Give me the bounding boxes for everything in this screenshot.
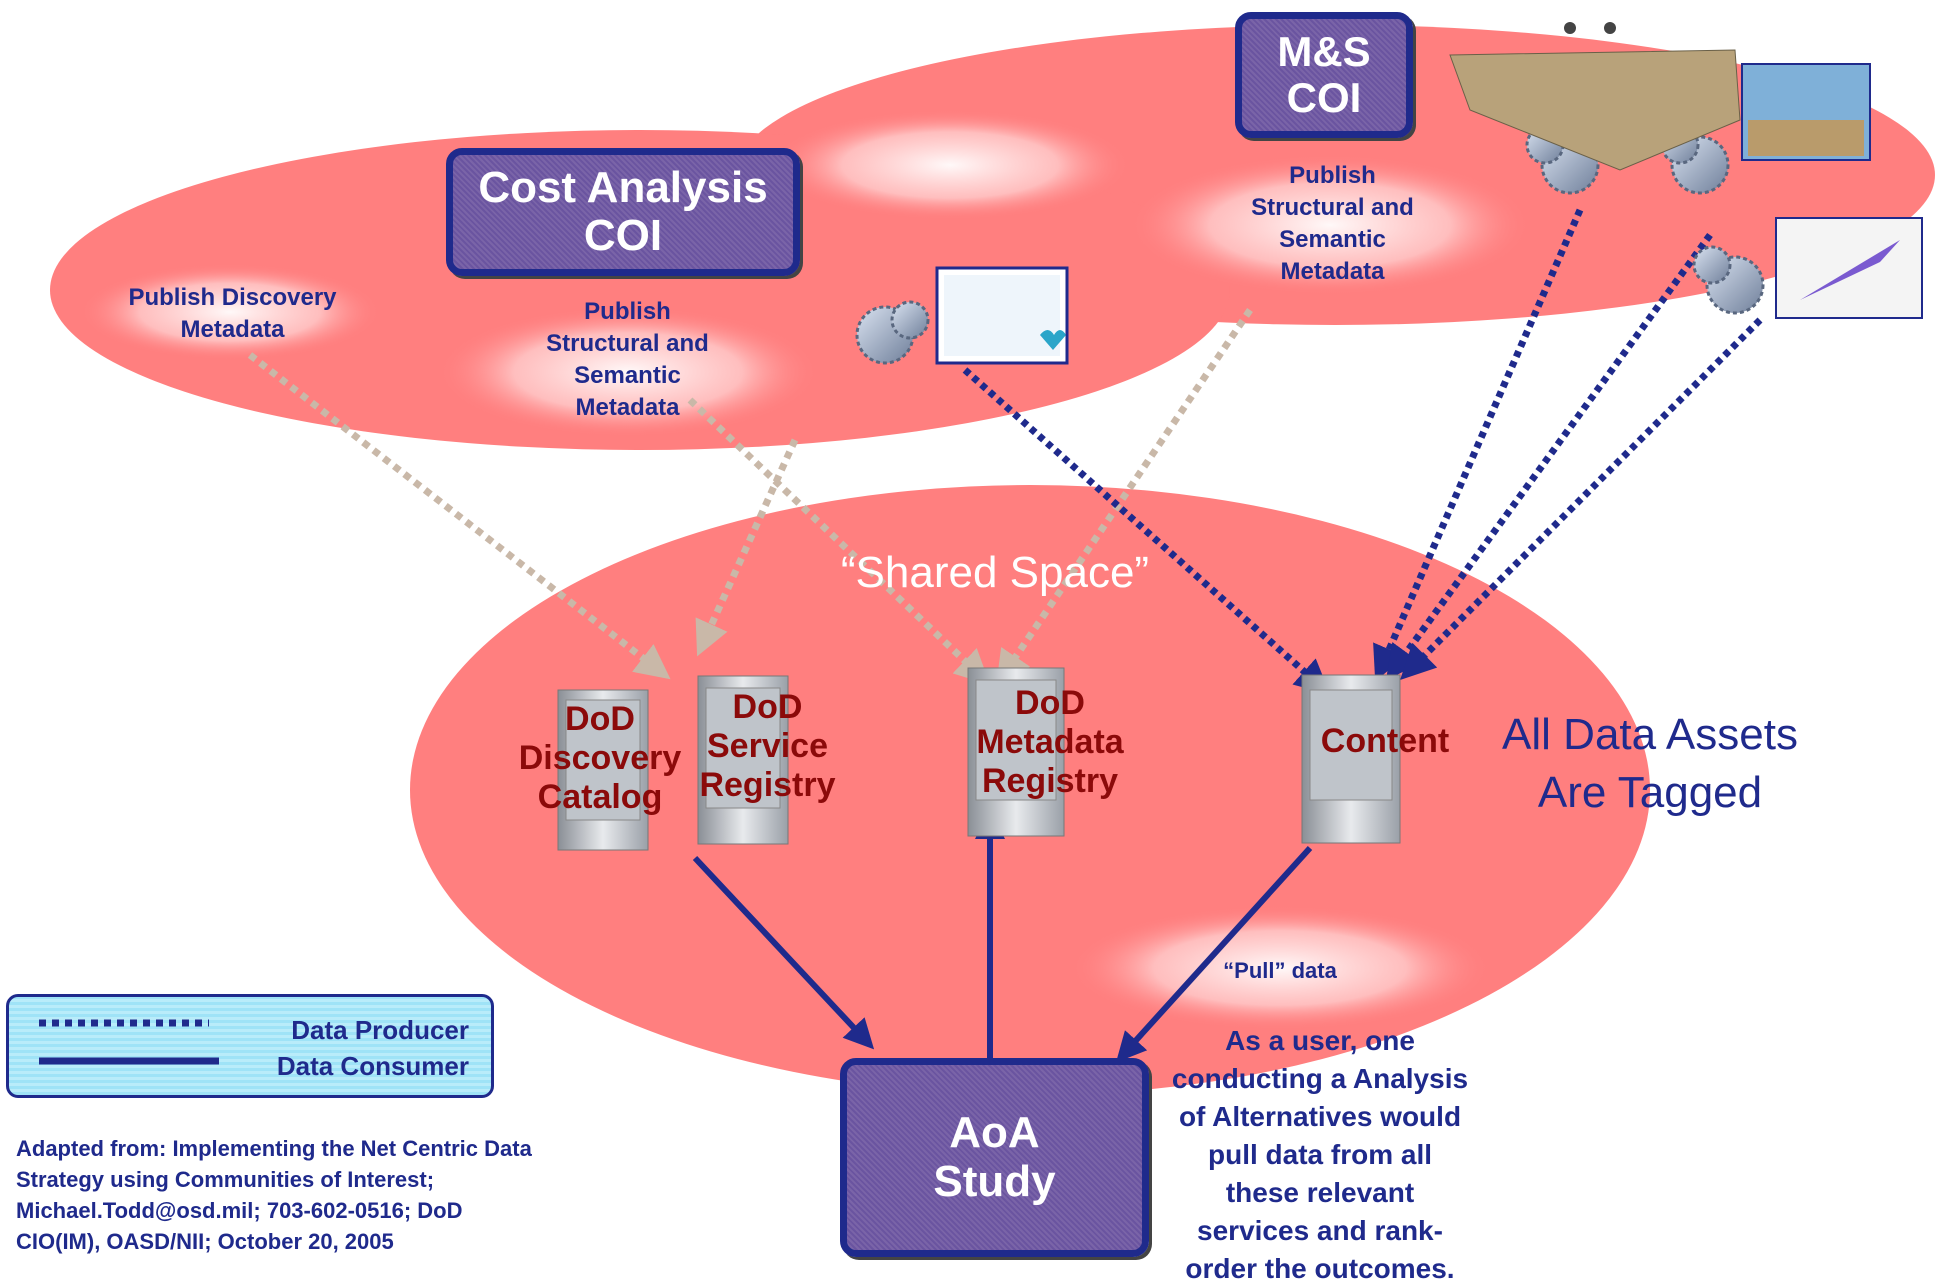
- note-line: services and rank-: [1197, 1215, 1443, 1246]
- all-data-assets-label: All Data Assets Are Tagged: [1470, 706, 1830, 822]
- producer-arrow-ms-1: [1373, 208, 1584, 682]
- glow: [1130, 155, 1530, 295]
- label-line: DoD: [1015, 684, 1085, 722]
- legend: Data Producer Data Consumer: [6, 994, 494, 1098]
- citation-line: CIO(IM), OASD/NII; October 20, 2005: [16, 1229, 394, 1254]
- publish-structural-ms-label: Publish Structural and Semantic Metadata: [1225, 160, 1440, 288]
- server-icon: [1301, 674, 1401, 844]
- note-line: pull data from all: [1207, 1139, 1433, 1170]
- thumbnail-image: [1775, 217, 1923, 319]
- producer-arrow-ms-2: [1385, 232, 1713, 681]
- glow: [80, 264, 380, 360]
- label-line: Publish: [584, 298, 671, 325]
- label-line: Service: [707, 727, 828, 766]
- dod-discovery-catalog-label: DoD Discovery Catalog: [505, 700, 695, 817]
- structural-to-metadata-arrow: [687, 397, 991, 685]
- glow: [770, 110, 1130, 220]
- cost-analysis-coi-line1: Cost Analysis: [478, 162, 768, 212]
- label-line: Structural and: [546, 330, 709, 357]
- glow: [438, 307, 818, 437]
- label-line: Registry: [981, 762, 1119, 801]
- aoa-study-box: AoA Study: [840, 1058, 1149, 1257]
- note-line: these relevant: [1225, 1177, 1415, 1208]
- producer-arrow-cost: [962, 367, 1331, 695]
- source-citation: Adapted from: Implementing the Net Centr…: [16, 1133, 656, 1257]
- cost-analysis-coi-box: Cost Analysis COI: [446, 148, 800, 276]
- label-line: Metadata: [180, 316, 285, 343]
- legend-producer: Data Producer: [291, 1015, 469, 1045]
- label-line: Semantic: [574, 362, 681, 389]
- label-line: Publish: [1289, 162, 1376, 189]
- ms-coi-line2: COI: [1286, 74, 1362, 121]
- consumer-arrow-discovery: [692, 855, 875, 1050]
- label-line: Structural and: [1251, 194, 1414, 221]
- ms-coi-line1: M&S: [1277, 27, 1371, 75]
- thumbnail-image: [1741, 63, 1871, 161]
- publish-structural-cost-label: Publish Structural and Semantic Metadata: [520, 296, 735, 424]
- consumer-arrow-content: [1115, 845, 1313, 1063]
- publish-discovery-label: Publish Discovery Metadata: [90, 282, 375, 346]
- discovery-metadata-arrow: [247, 352, 671, 680]
- ms-coi-box: M&S COI: [1235, 12, 1413, 138]
- label-line: All Data Assets: [1502, 710, 1798, 759]
- thumbnail-image: [935, 266, 1069, 365]
- dod-metadata-registry-label: DoD Metadata Registry: [955, 684, 1145, 801]
- label-line: Metadata: [575, 394, 680, 421]
- terrain-image: [1449, 22, 1741, 171]
- label-line: DoD: [565, 700, 635, 738]
- citation-line: Adapted from: Implementing the Net Centr…: [16, 1136, 532, 1161]
- legend-lines: [39, 1019, 219, 1065]
- label-line: Metadata: [976, 723, 1124, 762]
- label-line: Semantic: [1279, 226, 1386, 253]
- label-line: Metadata: [1280, 258, 1385, 285]
- label-line: Registry: [699, 766, 836, 805]
- user-note: As a user, one conducting a Analysis of …: [1135, 1022, 1505, 1288]
- dod-service-registry-label: DoD Service Registry: [680, 688, 855, 805]
- note-line: order the outcomes.: [1185, 1253, 1455, 1284]
- label-line: DoD: [732, 688, 803, 726]
- ms-structural-to-metadata-arrow: [996, 308, 1253, 686]
- label-line: Publish Discovery: [128, 284, 337, 311]
- citation-line: Michael.Todd@osd.mil; 703-602-0516; DoD: [16, 1198, 463, 1223]
- label-line: Discovery: [518, 739, 682, 778]
- pull-data-label: “Pull” data: [1223, 958, 1337, 983]
- cost-analysis-coi-line2: COI: [583, 211, 663, 260]
- label-line: Are Tagged: [1537, 768, 1763, 817]
- legend-consumer: Data Consumer: [276, 1051, 469, 1081]
- content-label: Content: [1320, 722, 1450, 760]
- server-icon: [557, 689, 649, 851]
- server-icon: [697, 675, 789, 845]
- shared-space-label: “Shared Space”: [840, 548, 1150, 597]
- gear-icon: [1692, 245, 1765, 315]
- aoa-line2: Study: [933, 1156, 1056, 1206]
- gear-icon: [855, 300, 930, 365]
- aoa-line1: AoA: [949, 1108, 1040, 1158]
- label-line: Catalog: [537, 778, 663, 817]
- producer-arrow-ms-3: [1400, 317, 1763, 680]
- note-line: conducting a Analysis: [1171, 1063, 1469, 1094]
- server-icon: [967, 667, 1065, 837]
- citation-line: Strategy using Communities of Interest;: [16, 1167, 435, 1192]
- note-line: of Alternatives would: [1178, 1101, 1462, 1132]
- note-line: As a user, one: [1225, 1025, 1415, 1056]
